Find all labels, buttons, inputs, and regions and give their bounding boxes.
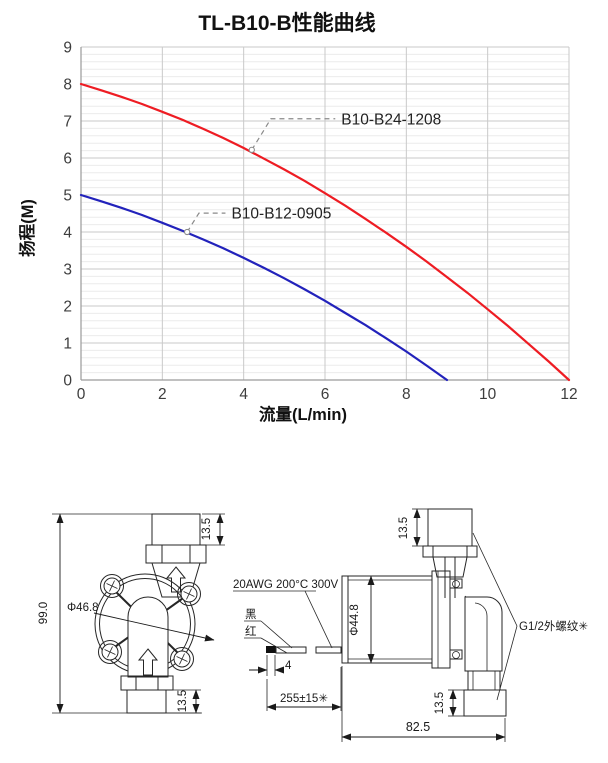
svg-text:5: 5 [63,188,72,205]
svg-text:6: 6 [63,151,72,168]
side-top-threads [427,508,473,547]
front-view-pump-body [94,513,207,714]
cable-length-dim: 255±15✳ [280,693,328,705]
wire-spec-label: 20AWG 200°C 300V [233,579,339,591]
phillips-screw-icon [180,585,198,603]
outlet-tower [127,596,169,678]
wire-segment [315,646,342,654]
svg-text:7: 7 [63,114,72,131]
pump-flange [431,570,451,669]
side-bottom-port-dim: 13.5 [434,692,446,714]
front-bottom-nut [120,675,174,691]
svg-text:3: 3 [63,262,72,279]
chart-gridlines [80,46,570,381]
tinned-end-dim: 4 [285,660,292,672]
series-label-b10-b12-0905: B10-B12-0905 [231,206,331,223]
front-view: 99.0 13.5 13.5 Φ46.8 [38,513,225,714]
side-view-dimensions: 13.5 Φ44.8 13.5 82.5 G1/2外螺纹✳ [341,508,588,742]
series-label-b10-b24-1208: B10-B24-1208 [341,111,441,128]
side-bottom-threads [463,689,507,717]
svg-text:8: 8 [402,386,411,403]
svg-text:9: 9 [63,40,72,57]
front-top-port-dim: 13.5 [201,518,213,540]
svg-text:12: 12 [560,386,577,403]
wire-segment [275,646,307,654]
y-axis-title: 扬程(M) [17,199,37,257]
chart-callout-leaders [183,118,336,236]
svg-text:1: 1 [63,336,72,353]
svg-text:0: 0 [63,373,72,390]
overall-width-dim: 82.5 [406,720,430,734]
chart-title: TL-B10-B性能曲线 [198,12,376,35]
thread-spec-label: G1/2外螺纹✳ [519,619,588,633]
front-top-threads [151,513,201,546]
black-wire-label: 黑 [245,608,257,621]
phillips-screw-icon [103,577,121,595]
tinned-wire-end [266,646,276,653]
side-top-nut [422,545,478,558]
x-axis-title: 流量(L/min) [259,404,347,424]
side-top-port-dim: 13.5 [398,517,410,539]
svg-text:6: 6 [321,386,330,403]
front-top-nut [145,544,207,564]
motor-diameter-dim: Φ44.8 [349,604,361,636]
flow-arrow-up-icon [137,648,159,676]
svg-text:0: 0 [77,386,86,403]
front-impeller-diameter-dim: Φ46.8 [67,602,99,614]
phillips-screw-icon [173,650,191,668]
front-height-dim: 99.0 [38,602,50,624]
elbow-outlet [464,596,503,672]
phillips-screw-icon [101,643,119,661]
svg-text:10: 10 [479,386,497,403]
svg-text:4: 4 [63,225,72,242]
flow-arrow-up-icon [165,566,187,593]
svg-text:2: 2 [158,386,167,403]
red-wire-label: 红 [245,625,257,638]
svg-text:8: 8 [63,77,72,94]
side-view-pump-body [341,508,507,717]
svg-text:4: 4 [239,386,248,403]
front-view-dimensions: 99.0 13.5 13.5 Φ46.8 [38,513,225,714]
technical-drawing: 99.0 13.5 13.5 Φ46.8 20AWG 200°C 300V [38,508,588,742]
side-top-neck [432,556,468,578]
front-bottom-port-dim: 13.5 [177,690,189,712]
front-bottom-threads [126,689,167,714]
side-view: 13.5 Φ44.8 13.5 82.5 G1/2外螺纹✳ [341,508,588,742]
chart-curves [79,82,571,382]
cable-annotation: 20AWG 200°C 300V 黑 红 4 255±15✳ [233,579,342,711]
svg-text:2: 2 [63,299,72,316]
